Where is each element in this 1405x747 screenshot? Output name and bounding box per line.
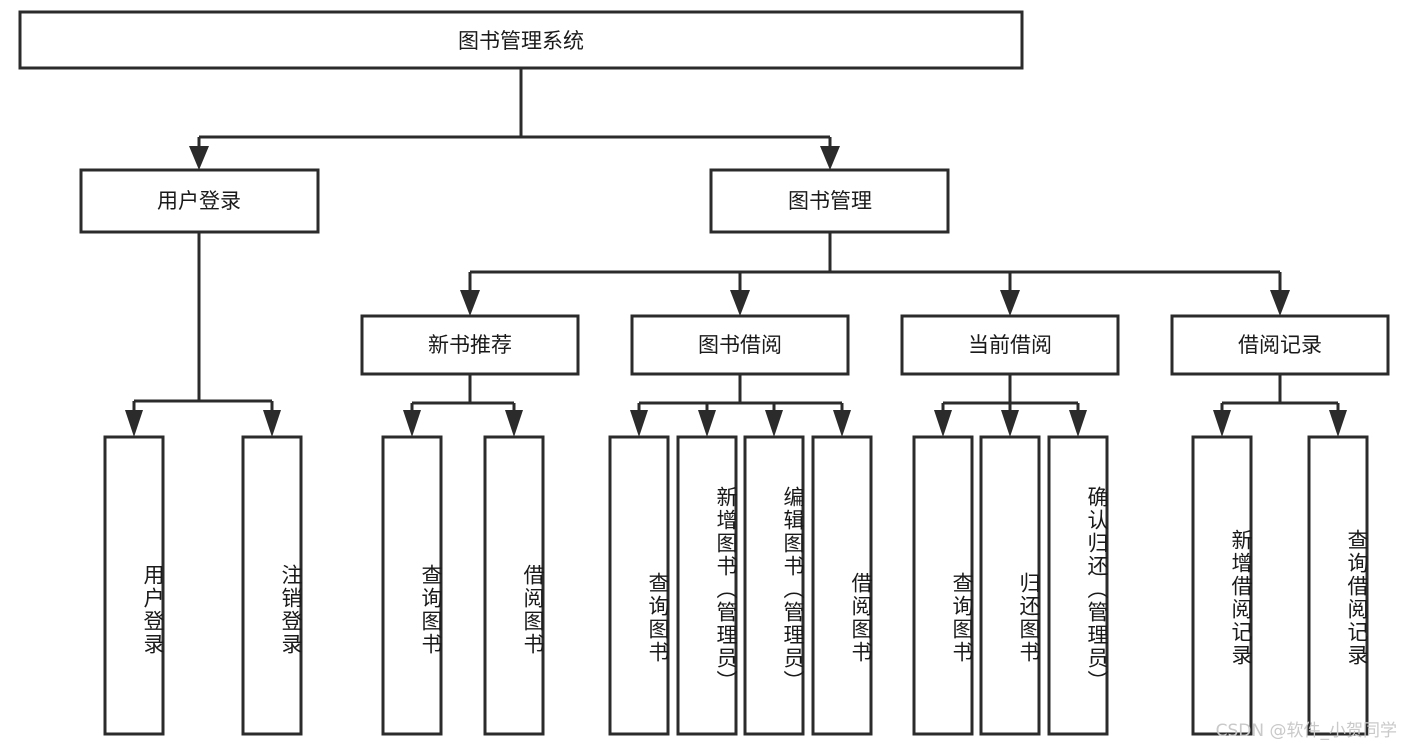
connector-group-root [189,68,840,170]
arrow-head-newbook-leaf-2 [505,410,523,437]
arrow-head-borrowrecord-leaf-1 [1213,410,1231,437]
node-user-login[interactable]: 用户登录 [79,168,320,234]
node-root[interactable]: 图书管理系统 [18,10,1024,70]
arrow-head-to-current-borrow [1000,290,1020,316]
arrow-head-userlogin-leaf-2 [263,410,281,437]
leaf-label-book-borrow-2: 新增图书（管理员） [714,486,738,693]
arrow-head-bookborrow-leaf-1 [630,410,648,437]
connector-group-borrow-record [1213,374,1347,437]
leaf-box-current-borrow-2[interactable] [979,435,1041,736]
arrow-head-currentborrow-leaf-1 [934,410,952,437]
leaf-box-user-login-1[interactable] [103,435,165,736]
arrow-head-to-new-book [460,290,480,316]
node-book-borrow-label: 图书借阅 [698,333,782,357]
leaf-label-new-book-2: 借阅图书 [521,564,545,656]
leaf-box-borrow-record-1[interactable] [1191,435,1253,736]
leaf-label-new-book-1: 查询图书 [419,564,443,656]
leaf-box-borrow-record-2[interactable] [1307,435,1369,736]
node-root-label: 图书管理系统 [458,29,584,53]
arrow-head-to-book-manage [820,146,840,170]
arrow-head-currentborrow-leaf-2 [1001,410,1019,437]
leaf-label-book-borrow-1: 查询图书 [646,571,670,664]
node-current-borrow-box[interactable] [900,314,1120,376]
leaf-label-current-borrow-1: 查询图书 [950,571,974,664]
connector-group-current-borrow [934,374,1087,437]
arrow-head-bookborrow-leaf-4 [833,410,851,437]
arrow-head-currentborrow-leaf-3 [1069,410,1087,437]
connector-group-new-book [403,374,523,437]
node-book-borrow[interactable]: 图书借阅 [630,314,850,376]
arrow-head-to-book-borrow [730,290,750,316]
arrow-head-userlogin-leaf-1 [125,410,143,437]
connector-group-user-login [125,232,281,437]
node-borrow-record-box[interactable] [1170,314,1390,376]
leaf-label-book-borrow-3: 编辑图书（管理员） [781,486,805,693]
leaf-box-book-borrow-3[interactable] [743,435,805,736]
connector-group-book-borrow [630,374,851,437]
leaf-box-user-login-2[interactable] [241,435,303,736]
node-book-manage-box[interactable] [709,168,950,234]
leaf-box-current-borrow-1[interactable] [912,435,974,736]
leaf-label-borrow-record-1: 新增借阅记录 [1229,528,1253,667]
node-book-manage-label: 图书管理 [788,189,872,213]
leaf-box-book-borrow-2[interactable] [676,435,738,736]
leaf-label-current-borrow-2: 归还图书 [1017,571,1041,664]
node-new-book-recommend[interactable]: 新书推荐 [360,314,580,376]
arrow-head-to-user-login [189,146,209,170]
node-borrow-record[interactable]: 借阅记录 [1170,314,1390,376]
leaf-box-new-book-1[interactable] [381,435,443,736]
arrow-head-newbook-leaf-1 [403,410,421,437]
leaf-box-current-borrow-3[interactable] [1047,435,1109,736]
leaf-label-borrow-record-2: 查询借阅记录 [1345,528,1369,667]
connector-group-book-manage [460,232,1290,316]
arrow-head-bookborrow-leaf-2 [698,410,716,437]
leaf-box-book-borrow-4[interactable] [811,435,873,736]
node-user-login-label: 用户登录 [157,189,241,213]
node-user-login-box[interactable] [79,168,320,234]
leaf-label-book-borrow-4: 借阅图书 [849,571,873,664]
watermark-csdn: CSDN @软件_小贺同学 [1215,721,1397,741]
arrow-head-bookborrow-leaf-3 [765,410,783,437]
leaf-label-user-login-2: 注销登录 [279,564,303,656]
node-root-box[interactable] [18,10,1024,70]
arrow-head-borrowrecord-leaf-2 [1329,410,1347,437]
leaf-label-current-borrow-3: 确认归还（管理员） [1085,486,1109,693]
node-new-book-recommend-box[interactable] [360,314,580,376]
node-book-borrow-box[interactable] [630,314,850,376]
leaf-boxes [103,435,1369,736]
node-current-borrow[interactable]: 当前借阅 [900,314,1120,376]
leaf-box-book-borrow-1[interactable] [608,435,670,736]
leaf-label-user-login-1: 用户登录 [141,564,165,656]
node-new-book-recommend-label: 新书推荐 [428,333,512,357]
arrow-head-to-borrow-record [1270,290,1290,316]
node-borrow-record-label: 借阅记录 [1238,333,1322,357]
node-book-manage[interactable]: 图书管理 [709,168,950,234]
leaf-box-new-book-2[interactable] [483,435,545,736]
node-current-borrow-label: 当前借阅 [968,333,1052,357]
